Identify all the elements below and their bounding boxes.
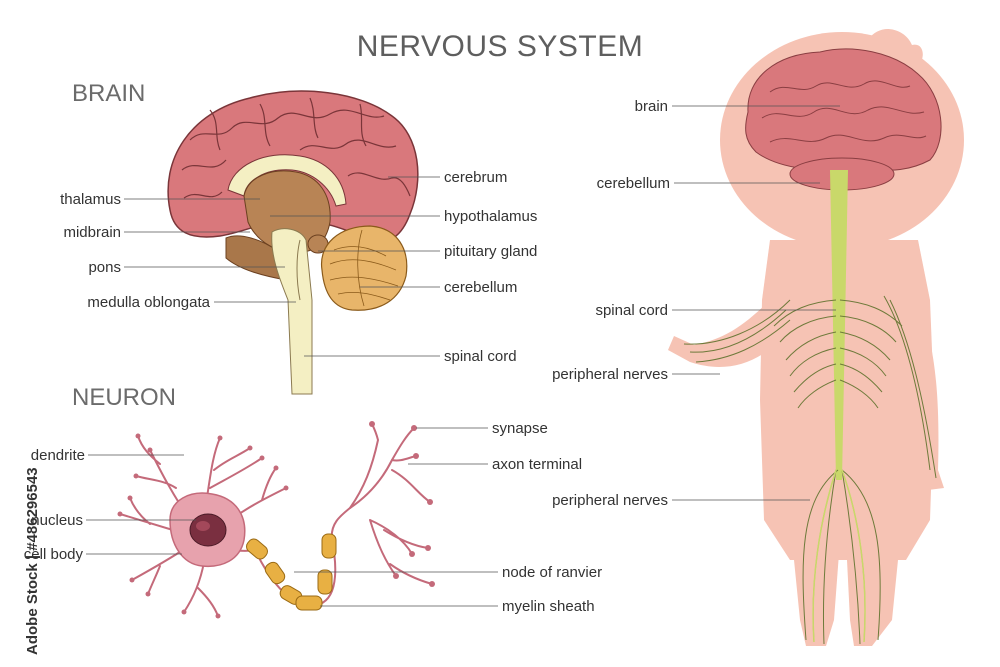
- label-pons: pons: [88, 259, 121, 276]
- label-hypothalamus: hypothalamus: [444, 208, 538, 225]
- label-cerebellum-body: cerebellum: [596, 175, 670, 192]
- label-midbrain: midbrain: [63, 224, 121, 241]
- label-thalamus: thalamus: [60, 191, 121, 208]
- label-cell-body: cell body: [23, 546, 83, 563]
- neuron: [117, 421, 435, 619]
- stock-watermark: Adobe Stock | #486296543: [6, 425, 41, 655]
- label-cerebellum-brain: cerebellum: [444, 279, 518, 296]
- label-medulla-oblongata: medulla oblongata: [87, 294, 210, 311]
- label-synapse: synapse: [492, 420, 548, 437]
- label-spinal-cord-brain: spinal cord: [444, 348, 517, 365]
- label-nucleus: nucleus: [31, 512, 83, 529]
- label-cerebrum: cerebrum: [444, 169, 508, 186]
- label-myelin-sheath: myelin sheath: [502, 598, 595, 615]
- watermark-text: Adobe Stock | #486296543: [24, 467, 41, 655]
- label-axon-terminal: axon terminal: [492, 456, 583, 473]
- label-brain-body: brain: [634, 98, 668, 115]
- label-peripheral-nerves-lower: peripheral nerves: [552, 492, 668, 509]
- label-pituitary-gland: pituitary gland: [444, 243, 538, 260]
- body-figure: [668, 29, 964, 646]
- brain-section-heading: BRAIN: [72, 80, 146, 107]
- brain-sagittal: [167, 90, 419, 395]
- label-peripheral-nerves-upper: peripheral nerves: [552, 366, 668, 383]
- neuron-section-heading: NEURON: [72, 384, 177, 411]
- label-node-of-ranvier: node of ranvier: [502, 564, 603, 581]
- leader-lines: [86, 105, 840, 607]
- label-dendrite: dendrite: [30, 447, 85, 464]
- label-spinal-cord-body: spinal cord: [595, 302, 668, 319]
- page-title: NERVOUS SYSTEM: [356, 30, 644, 63]
